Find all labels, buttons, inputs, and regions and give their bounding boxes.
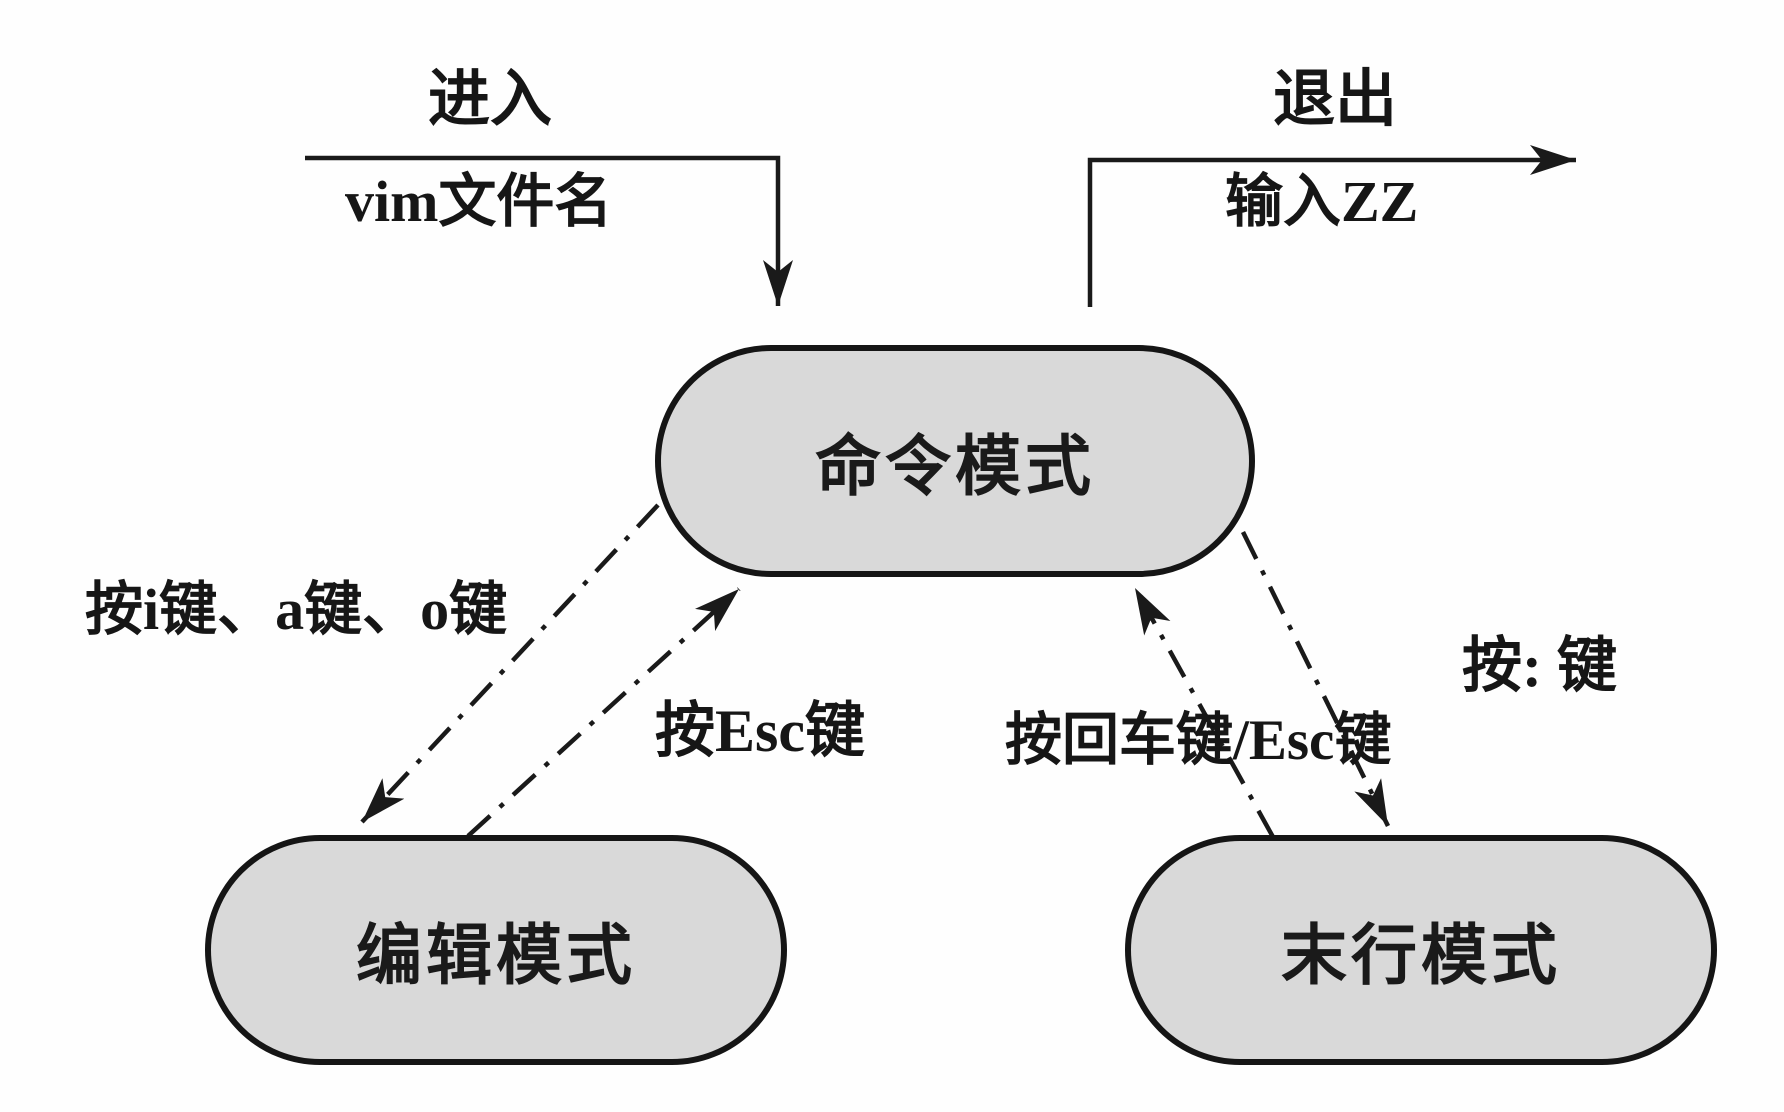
label-exit: 退出: [1272, 66, 1397, 134]
label-exit-command: 输入ZZ: [1225, 169, 1419, 234]
label-press-enter-esc-key: 按回车键/Esc键: [1005, 709, 1392, 772]
label-enter: 进入: [427, 66, 552, 134]
arrow-lastline-to-command: [1133, 586, 1275, 839]
node-command-mode: 命令模式: [655, 345, 1255, 577]
arrow-command-to-lastline: [1240, 531, 1391, 827]
node-edit-mode-label: 编辑模式: [356, 920, 636, 993]
node-edit-mode: 编辑模式: [205, 835, 787, 1065]
arrow-edit-to-command: [466, 587, 741, 838]
enter-arrow: [305, 155, 793, 306]
label-press-i-a-o-keys: 按i键、a键、o键: [85, 577, 508, 642]
arrow-command-to-edit: [360, 503, 660, 824]
node-command-mode-label: 命令模式: [815, 431, 1095, 504]
exit-arrow: [1087, 145, 1576, 307]
label-press-esc-key: 按Esc键: [655, 698, 865, 764]
node-lastline-mode-label: 末行模式: [1281, 920, 1561, 993]
node-lastline-mode: 末行模式: [1125, 835, 1717, 1065]
label-press-colon-key: 按: 键: [1462, 633, 1617, 699]
label-enter-command: vim文件名: [345, 169, 613, 234]
